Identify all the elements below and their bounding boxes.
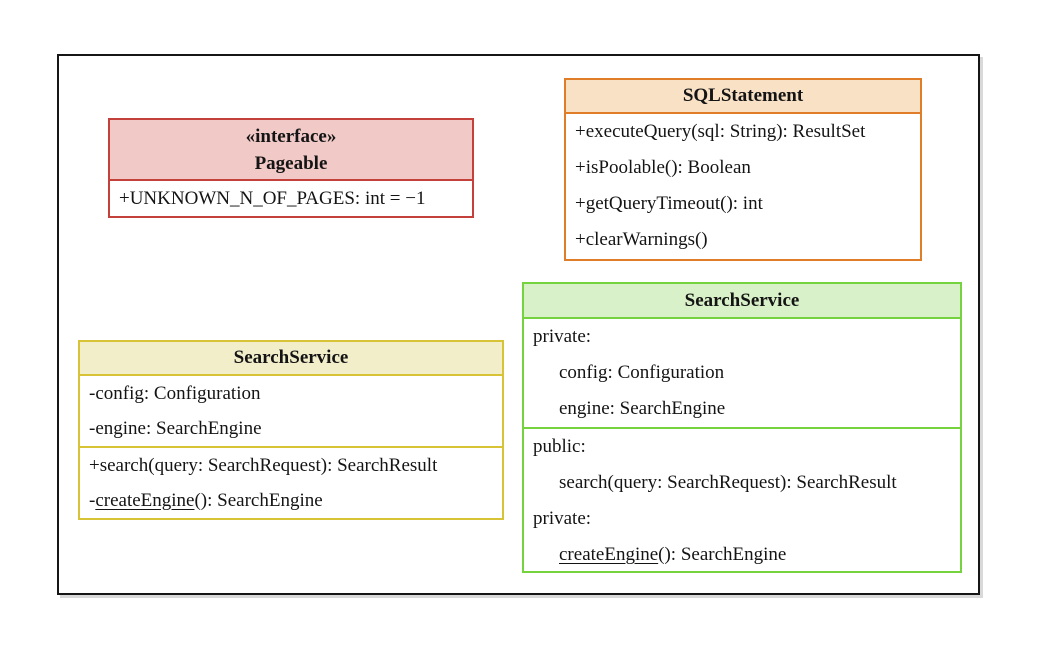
stereotype-label: «interface» [245,125,337,147]
method-row: +executeQuery(sql: String): ResultSet [575,121,866,143]
method-row: +isPoolable(): Boolean [575,157,751,179]
static-method-name: createEngine [95,489,195,511]
visibility-group-label: private: [533,326,592,348]
methods-compartment-searchservice-small: +search(query: SearchRequest): SearchRes… [80,446,502,518]
attributes-compartment-searchservice-small: -config: Configuration -engine: SearchEn… [80,376,502,446]
class-name-searchservice-small: SearchService [233,347,349,369]
attribute-row: engine: SearchEngine [559,398,726,420]
class-box-searchservice-small: SearchService -config: Configuration -en… [78,340,504,520]
class-header-sqlstatement: SQLStatement [566,80,920,114]
attributes-compartment-searchservice-large: private: config: Configuration engine: S… [524,319,960,427]
method-signature-suffix: (): SearchEngine [658,544,787,566]
method-row: +getQueryTimeout(): int [575,193,763,215]
class-header-pageable: «interface» Pageable [110,120,472,181]
methods-compartment-sqlstatement: +executeQuery(sql: String): ResultSet +i… [566,114,920,258]
attribute-row: config: Configuration [559,362,725,384]
class-name-sqlstatement: SQLStatement [682,85,804,107]
class-box-sqlstatement: SQLStatement +executeQuery(sql: String):… [564,78,922,261]
attributes-compartment-pageable: +UNKNOWN_N_OF_PAGES: int = −1 [110,181,472,216]
method-row: search(query: SearchRequest): SearchResu… [559,472,897,494]
method-row-static: -createEngine(): SearchEngine [80,483,502,518]
method-row: +clearWarnings() [575,229,708,251]
attribute-row: -config: Configuration [89,382,261,404]
visibility-group-label: public: [533,436,586,458]
method-row: +search(query: SearchRequest): SearchRes… [89,454,438,476]
class-box-pageable: «interface» Pageable +UNKNOWN_N_OF_PAGES… [108,118,474,218]
methods-compartment-searchservice-large: public: search(query: SearchRequest): Se… [524,427,960,573]
visibility-group-label: private: [533,508,592,530]
method-row-static: createEngine(): SearchEngine [524,537,960,573]
method-signature-suffix: (): SearchEngine [194,489,323,511]
static-method-name: createEngine [559,544,659,566]
class-header-searchservice-large: SearchService [524,284,960,319]
attribute-row: +UNKNOWN_N_OF_PAGES: int = −1 [119,187,426,209]
attribute-row: -engine: SearchEngine [89,417,262,439]
class-name-pageable: Pageable [254,152,328,174]
class-box-searchservice-large: SearchService private: config: Configura… [522,282,962,573]
method-visibility-prefix: - [89,489,96,511]
class-header-searchservice-small: SearchService [80,342,502,376]
class-name-searchservice-large: SearchService [684,289,800,311]
